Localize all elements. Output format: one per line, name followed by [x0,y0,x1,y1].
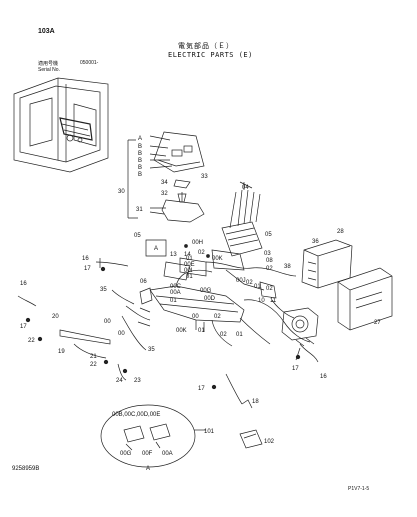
callout: 36 [312,239,319,245]
callout: 00G [200,288,212,294]
callout: 21 [90,354,97,360]
callout: 00G [120,451,132,457]
callout: 01 [254,284,261,290]
callout: 01 [186,256,193,262]
part-102 [239,429,263,449]
serial-label-english: Serial No. [38,67,60,73]
fasteners [25,244,301,390]
callout: 22 [90,362,97,368]
callout: 04 [242,185,249,191]
left-harness [17,258,153,381]
callout: B [138,158,142,164]
callout: 14 [184,252,191,258]
title-japanese: 電気部品（Ｅ） [178,43,234,50]
callout: 00A [162,451,173,457]
callout: 02 [214,314,221,320]
controller-assembly [127,131,205,223]
callout: 00 [104,319,111,325]
callout: 35 [148,347,155,353]
callout: 05 [134,233,141,239]
callout: 31 [136,207,143,213]
callout: 05 [265,232,272,238]
callout: 38 [284,264,291,270]
sheet-id: 103A [38,28,55,35]
cab-thumbnail [13,77,109,173]
callout: A [154,246,158,252]
callout: 01 [186,274,193,280]
serial-label-japanese: 適用号機 [38,61,59,67]
callout: 32 [161,191,168,197]
callout: B [138,144,142,150]
callout: 17 [198,386,205,392]
callout: 27 [374,320,381,326]
callout: 08 [266,258,273,264]
callout: 16 [320,374,327,380]
callout: 35 [100,287,107,293]
detail-view [100,404,206,468]
callout: 00C [170,284,182,290]
callout: 02 [266,286,273,292]
callout: 00I [184,268,193,274]
callout: 10 [258,298,265,304]
relay-block [221,181,263,257]
callout: 17 [292,366,299,372]
callout: 02 [198,250,205,256]
page-code: P1V7-1-5 [348,486,370,492]
callout: 00F [142,451,153,457]
callout: 00K [212,256,223,262]
callout: 17 [20,324,27,330]
callout: 23 [134,378,141,384]
callout: 02 [220,332,227,338]
callout: 01 [170,298,177,304]
callout: 00 [118,331,125,337]
callout: 00D [204,296,216,302]
callout: 13 [170,252,177,258]
callout: 101 [204,429,215,435]
callout: 00 [192,314,199,320]
callout: 06 [140,279,147,285]
callout: 16 [82,256,89,262]
callout: 24 [116,378,123,384]
callout: 102 [264,439,275,445]
callout: A [146,466,150,472]
callout: 11 [270,298,277,304]
callout: 20 [52,314,59,320]
callout: 00H [192,240,203,246]
callout: 18 [252,399,259,405]
callout: B [138,172,142,178]
main-harness [145,239,311,347]
callout: 30 [118,189,125,195]
callout: 02 [246,280,253,286]
callout: 00B,00C,00D,00E [112,412,160,418]
callout: 02 [266,266,273,272]
callout: 00A [170,290,181,296]
title-english: ELECTRIC PARTS (E) [168,51,253,59]
callout: 00J [236,278,246,284]
serial-value: 050001- [80,60,99,66]
callout: B [138,165,142,171]
callout: 03 [264,251,271,257]
callout-labels: A B B B B B 30 33 34 32 31 04 05 05 A 13… [20,136,381,472]
callout: 01 [198,328,205,334]
document-number: 9258959B [12,466,40,472]
callout: 01 [236,332,243,338]
ecu-units [301,239,393,331]
callout: B [138,151,142,157]
callout: 19 [58,349,65,355]
callout: 00E [184,262,195,268]
callout: 00K [176,328,187,334]
callout: 16 [20,281,27,287]
callout: 22 [28,338,35,344]
callout: 28 [337,229,344,235]
callout: A [138,136,142,142]
callout: 33 [201,174,208,180]
lower-harness [225,343,319,409]
callout: 34 [161,180,168,186]
callout: 17 [84,266,91,272]
fan-unit [281,307,319,347]
